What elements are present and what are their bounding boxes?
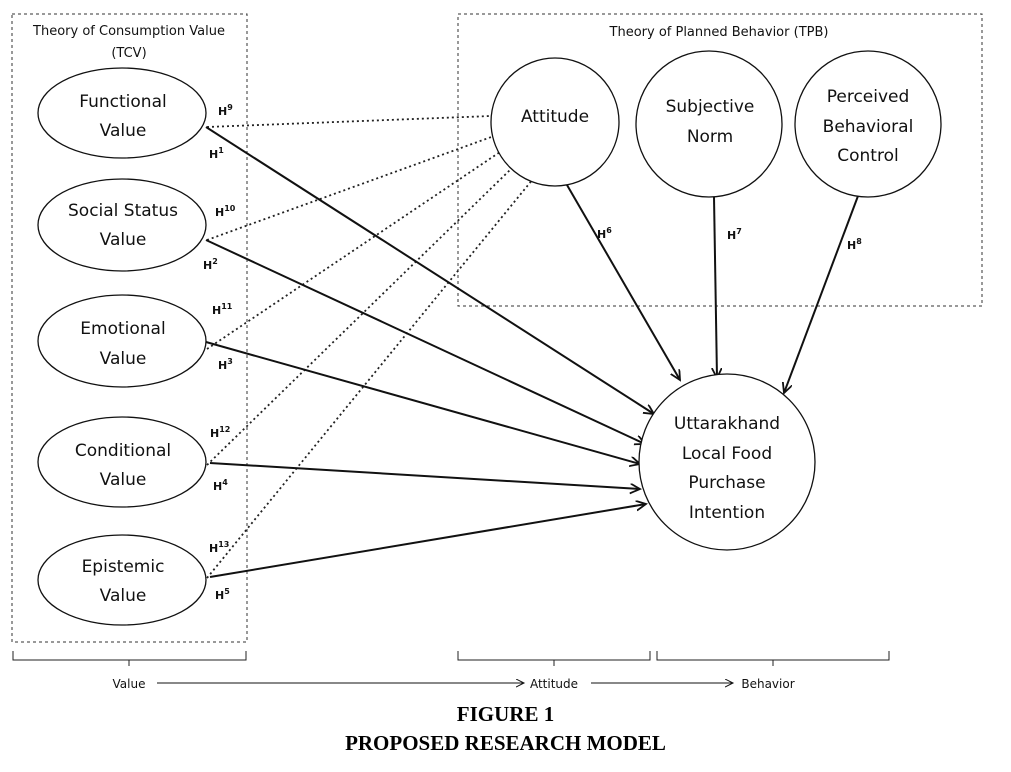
node-label: Emotional: [80, 319, 165, 339]
node-label: Control: [837, 146, 898, 166]
node-label: Behavioral: [823, 117, 914, 137]
node-label: Attitude: [521, 107, 589, 127]
node-label: Subjective: [666, 97, 755, 117]
axis-label-value: Value: [113, 677, 146, 691]
hypothesis-label-h13: H13: [209, 540, 229, 555]
node-perceived-behavioral-control: Perceived Behavioral Control: [794, 50, 942, 198]
hypothesis-label-h11: H11: [212, 302, 233, 317]
research-model-diagram: Theory of Consumption Value (TCV) Theory…: [11, 13, 983, 691]
node-label: Value: [100, 470, 147, 490]
link-h12: [206, 167, 513, 466]
node-epistemic-value: Epistemic Value: [37, 534, 207, 626]
node-label: Value: [100, 586, 147, 606]
node-label: Perceived: [827, 87, 910, 107]
node-emotional-value: Emotional Value: [37, 294, 207, 388]
hypothesis-label-h2: H2: [203, 257, 218, 272]
node-label: Intention: [689, 503, 765, 523]
link-h9: [206, 115, 492, 128]
figure-title: PROPOSED RESEARCH MODEL: [345, 731, 666, 755]
arrow-h1: [205, 126, 654, 414]
node-subjective-norm: Subjective Norm: [635, 50, 783, 198]
node-label: Value: [100, 230, 147, 250]
node-functional-value: Functional Value: [37, 67, 207, 159]
node-social-status-value: Social Status Value: [37, 178, 207, 272]
hypothesis-label-h6: H6: [597, 226, 612, 241]
hypothesis-label-h8: H8: [847, 237, 862, 252]
arrow-h7: [714, 196, 717, 378]
node-label: Epistemic: [82, 557, 165, 577]
node-label: Value: [100, 121, 147, 141]
link-h11: [206, 151, 501, 350]
node-label: Social Status: [68, 201, 178, 221]
hypothesis-label-h1: H1: [209, 146, 224, 161]
node-attitude: Attitude: [490, 57, 620, 187]
hypothesis-label-h5: H5: [215, 587, 230, 602]
node-purchase-intention: Uttarakhand Local Food Purchase Intentio…: [638, 373, 816, 551]
node-label: Purchase: [688, 473, 765, 493]
node-label: Norm: [687, 127, 733, 147]
hypothesis-label-h7: H7: [727, 227, 742, 242]
tcv-group-box: [11, 13, 248, 643]
attitude-bracket: [457, 651, 651, 666]
hypothesis-label-h3: H3: [218, 357, 233, 372]
arrow-h8: [784, 195, 859, 393]
hypothesis-label-h10: H10: [215, 204, 236, 219]
node-label: Conditional: [75, 441, 171, 461]
arrow-h4: [209, 462, 640, 489]
arrow-h3: [205, 341, 640, 464]
axis-label-attitude: Attitude: [530, 677, 578, 691]
node-label: Functional: [79, 92, 166, 112]
tcv-title-line1: Theory of Consumption Value: [32, 24, 225, 39]
link-h10: [206, 135, 495, 241]
link-h13: [206, 178, 534, 579]
arrow-h5: [209, 504, 646, 578]
node-label: Uttarakhand: [674, 414, 780, 434]
hypothesis-label-h12: H12: [210, 425, 230, 440]
behavior-bracket: [656, 651, 890, 666]
figure-number: FIGURE 1: [456, 702, 555, 726]
arrow-h2: [205, 239, 645, 444]
arrow-h6: [566, 184, 680, 380]
hypothesis-label-h9: H9: [218, 103, 233, 118]
tcv-title-line2: (TCV): [111, 46, 146, 61]
hypothesis-label-h4: H4: [213, 478, 228, 493]
node-label: Local Food: [682, 444, 772, 464]
value-bracket: [12, 651, 247, 666]
axis-label-behavior: Behavior: [741, 677, 794, 691]
figure-caption: FIGURE 1 PROPOSED RESEARCH MODEL: [0, 700, 1011, 758]
node-label: Value: [100, 349, 147, 369]
tpb-title: Theory of Planned Behavior (TPB): [609, 25, 829, 40]
node-conditional-value: Conditional Value: [37, 416, 207, 508]
